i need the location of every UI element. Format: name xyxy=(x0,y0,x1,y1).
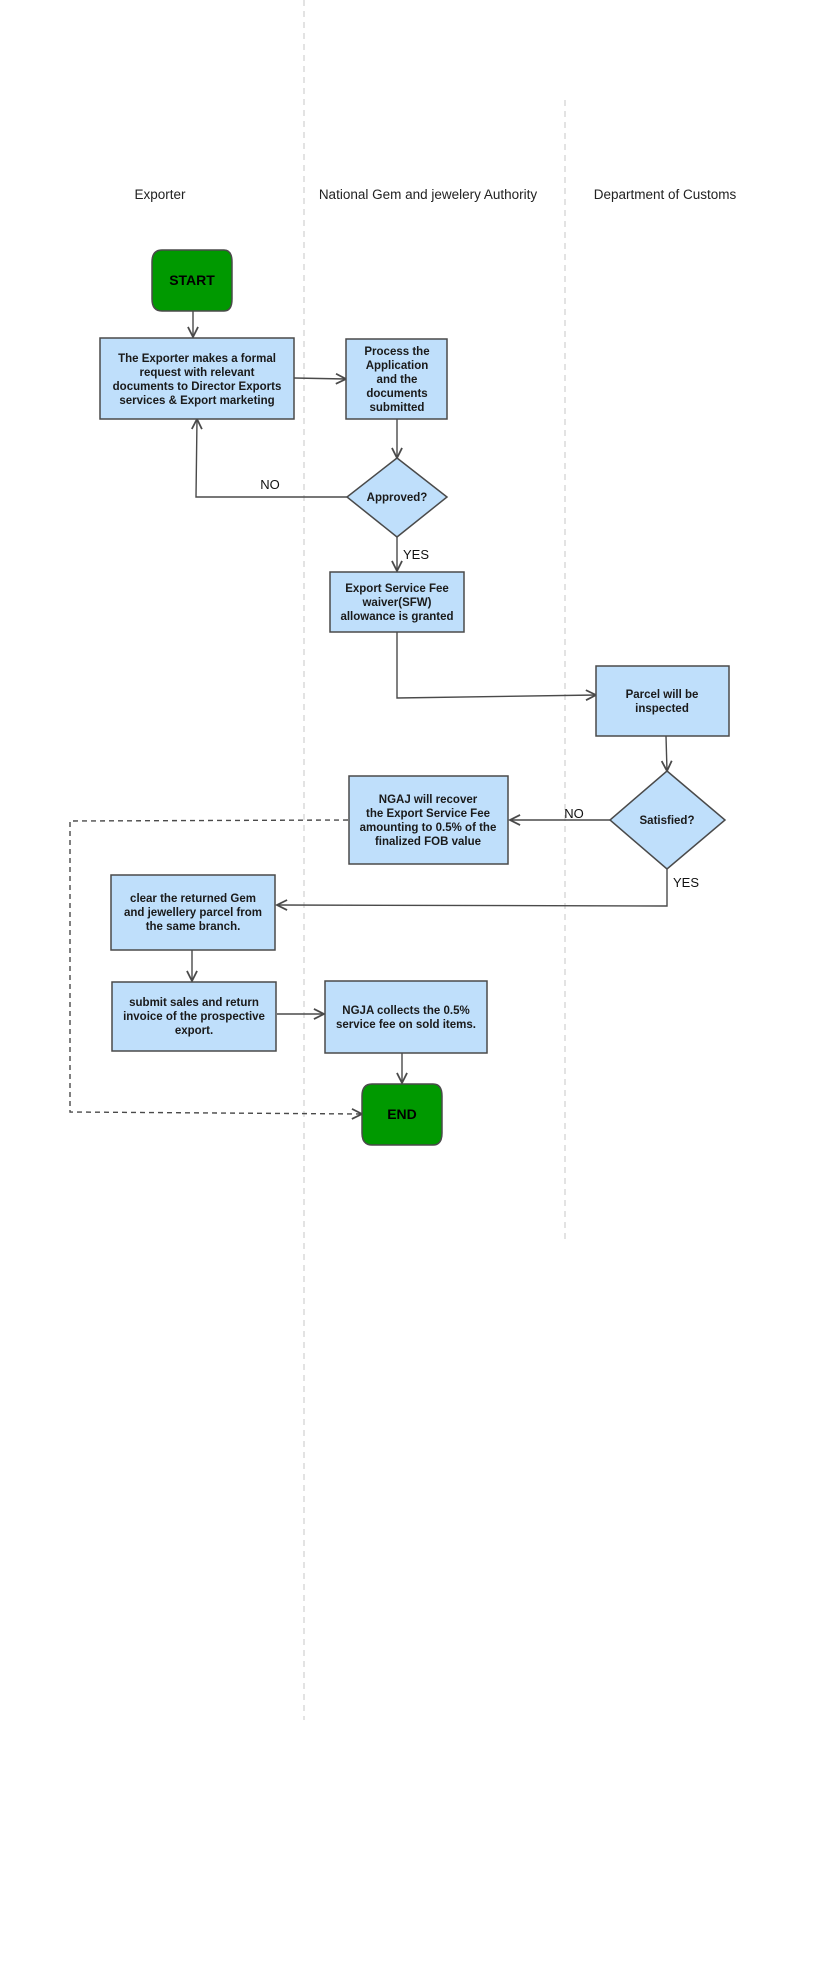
process-box xyxy=(99,337,295,420)
node-clear-text: clear the returned Gem and jewellery parc… xyxy=(124,893,262,933)
node-end: END xyxy=(361,1083,443,1146)
process-box xyxy=(329,571,465,633)
node-start: START xyxy=(151,249,233,312)
node-text-line: clear the returned Gem xyxy=(130,893,256,905)
edge-waiver-inspect xyxy=(396,632,596,698)
node-text-line: finalized FOB value xyxy=(375,836,481,848)
node-text-line: and the xyxy=(377,374,418,386)
lane-title-customs: Department of Customs xyxy=(594,187,737,202)
node-text-line: waiver(SFW) xyxy=(361,597,431,609)
node-text-line: START xyxy=(169,272,215,288)
node-approved-text: Approved? xyxy=(367,492,428,504)
node-text-line: Process the xyxy=(364,346,429,358)
node-text-line: the Export Service Fee xyxy=(366,808,490,820)
node-text-line: export. xyxy=(175,1025,213,1037)
node-inspect-text: Parcel will be inspected xyxy=(626,689,699,715)
edge-request-process xyxy=(293,378,346,379)
node-text-line: and jewellery parcel from xyxy=(124,907,262,919)
node-text-line: Parcel will be xyxy=(626,689,699,701)
node-text-line: Export Service Fee xyxy=(345,583,449,595)
decision-diamond xyxy=(608,770,727,870)
edge-satisfied-yes-clear xyxy=(277,869,668,906)
process-box xyxy=(348,775,509,865)
node-text-line: submit sales and return xyxy=(129,997,259,1009)
node-end-text: END xyxy=(387,1106,417,1122)
node-satisfied-text: Satisfied? xyxy=(640,815,695,827)
node-text-line: service fee on sold items. xyxy=(336,1019,476,1031)
process-box xyxy=(324,980,488,1054)
lane-title-exporter: Exporter xyxy=(134,187,186,202)
node-waiver-text: Export Service Fee waiver(SFW) allowance i… xyxy=(340,583,453,623)
node-satisfied: Satisfied? xyxy=(608,770,727,870)
node-submit: submit sales and return invoice of the pr… xyxy=(111,981,277,1052)
terminal-shape xyxy=(361,1083,443,1146)
edge-label-approved-yes: YES xyxy=(403,547,429,562)
process-box xyxy=(111,981,277,1052)
edge-label-approved-no: NO xyxy=(260,477,280,492)
node-approved: Approved? xyxy=(345,457,449,538)
terminal-shape xyxy=(151,249,233,312)
node-inspect: Parcel will be inspected xyxy=(595,665,730,737)
node-text-line: request with relevant xyxy=(139,367,254,379)
node-text-line: invoice of the prospective xyxy=(123,1011,265,1023)
node-collect: NGJA collects the 0.5% service fee on sol… xyxy=(324,980,488,1054)
node-start-text: START xyxy=(169,272,215,288)
node-text-line: Satisfied? xyxy=(640,815,695,827)
node-text-line: services & Export marketing xyxy=(119,395,274,407)
node-text-line: inspected xyxy=(635,703,689,715)
edge-recover-end-dashed xyxy=(69,819,362,1114)
node-recover-text: NGAJ will recover the Export Service Fee a… xyxy=(360,794,497,848)
node-text-line: The Exporter makes a formal xyxy=(118,353,276,365)
lane-title-ngja: National Gem and jewelery Authority xyxy=(319,187,538,202)
edge-inspect-satisfied xyxy=(666,735,667,771)
node-request: The Exporter makes a formal request with … xyxy=(99,337,295,420)
node-submit-text: submit sales and return invoice of the pr… xyxy=(123,997,265,1037)
node-text-line: END xyxy=(387,1106,417,1122)
node-recover: NGAJ will recover the Export Service Fee a… xyxy=(348,775,509,865)
edges xyxy=(69,311,668,1114)
edge-label-satisfied-no: NO xyxy=(564,806,584,821)
edge-approved-no-request xyxy=(196,419,347,498)
node-request-text: The Exporter makes a formal request with … xyxy=(113,353,282,407)
decision-diamond xyxy=(345,457,449,538)
node-collect-text: NGJA collects the 0.5% service fee on sol… xyxy=(336,1005,476,1031)
process-box xyxy=(595,665,730,737)
node-waiver: Export Service Fee waiver(SFW) allowance i… xyxy=(329,571,465,633)
node-text-line: Application xyxy=(366,360,429,372)
node-text-line: Approved? xyxy=(367,492,428,504)
node-text-line: NGJA collects the 0.5% xyxy=(342,1005,469,1017)
node-text-line: the same branch. xyxy=(146,921,241,933)
edge-label-satisfied-yes: YES xyxy=(673,875,699,890)
process-box xyxy=(345,338,448,420)
node-text-line: documents to Director Exports xyxy=(113,381,282,393)
node-text-line: NGAJ will recover xyxy=(379,794,478,806)
node-text-line: amounting to 0.5% of the xyxy=(360,822,497,834)
process-box xyxy=(110,874,276,951)
node-text-line: allowance is granted xyxy=(340,611,453,623)
node-text-line: documents xyxy=(366,388,427,400)
node-text-line: submitted xyxy=(370,402,425,414)
node-clear: clear the returned Gem and jewellery parc… xyxy=(110,874,276,951)
